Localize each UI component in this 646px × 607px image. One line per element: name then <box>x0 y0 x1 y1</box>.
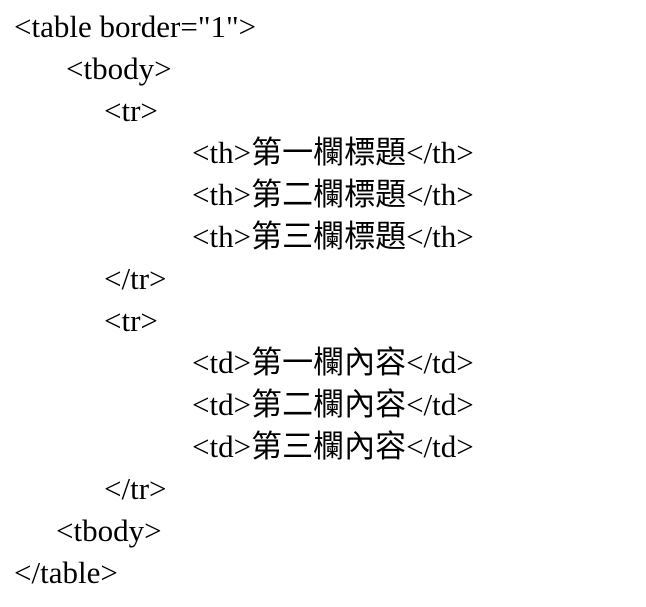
code-line: <table border="1"> <box>14 9 257 44</box>
code-line: <tr> <box>104 93 158 128</box>
code-line: <td>第一欄內容</td> <box>192 345 474 380</box>
code-line: <td>第二欄內容</td> <box>192 387 474 422</box>
code-line: </table> <box>14 555 118 590</box>
code-line: <th>第三欄標題</th> <box>192 219 474 254</box>
code-line: <tr> <box>104 303 158 338</box>
code-line: </tr> <box>104 471 167 506</box>
html-source-code: <table border="1"> <tbody> <tr> <th>第一欄標題</… <box>14 9 474 590</box>
code-line: <th>第一欄標題</th> <box>192 135 474 170</box>
code-line: <td>第三欄內容</td> <box>192 429 474 464</box>
code-line: <th>第二欄標題</th> <box>192 177 474 212</box>
code-line: <tbody> <box>66 51 172 86</box>
code-line: <tbody> <box>56 513 162 548</box>
code-line: </tr> <box>104 261 167 296</box>
